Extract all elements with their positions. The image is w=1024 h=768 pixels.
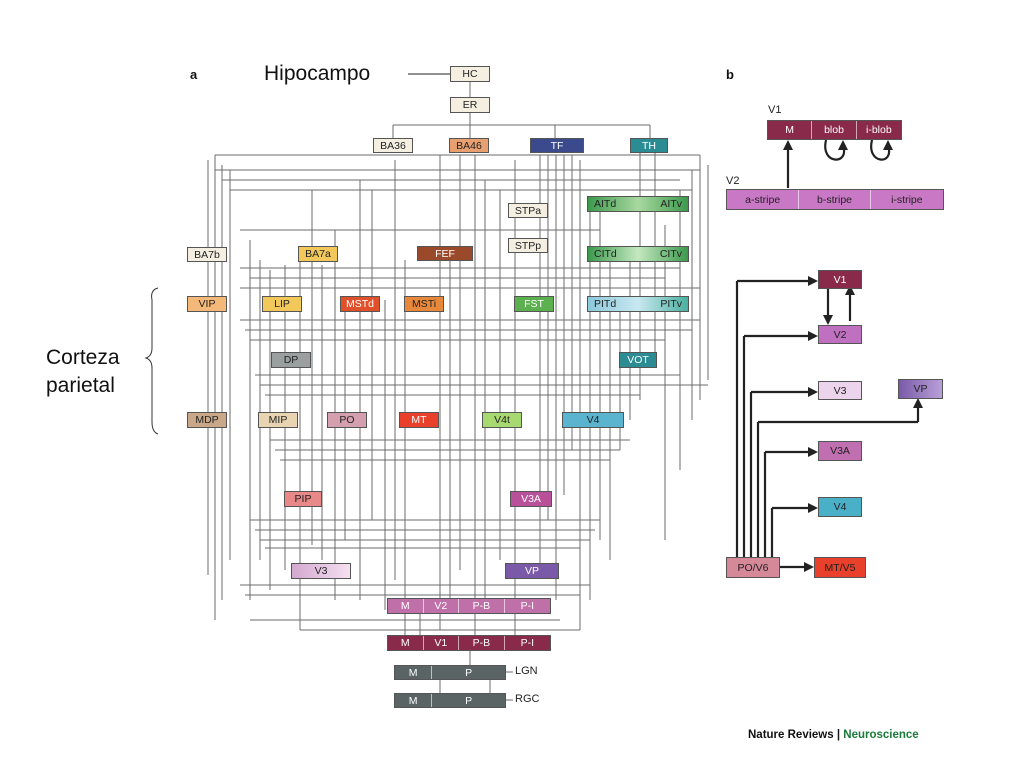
v1-segment-blob: blob bbox=[812, 121, 857, 139]
corteza-annotation-line2: parietal bbox=[46, 374, 115, 397]
area-rgc-row: M P bbox=[394, 693, 506, 708]
area-v1-row: M V1 P-B P-I bbox=[387, 635, 551, 651]
area-th-box: TH bbox=[630, 138, 668, 153]
v2-row-pb: P-B bbox=[459, 599, 505, 613]
area-vot-box: VOT bbox=[619, 352, 657, 368]
area-stpa-box: STPa bbox=[508, 203, 548, 218]
target-v1-box: V1 bbox=[818, 270, 862, 289]
area-tf-box: TF bbox=[530, 138, 584, 153]
journal-credit: Nature Reviews | Neuroscience bbox=[748, 729, 919, 741]
area-lgn-row: M P bbox=[394, 665, 506, 680]
panel-b-label: b bbox=[726, 67, 734, 82]
area-ait-box: AITd AITv bbox=[587, 196, 689, 212]
credit-section: Neuroscience bbox=[843, 729, 919, 741]
lgn-row-p: P bbox=[465, 666, 473, 679]
v1-row-pb: P-B bbox=[459, 636, 505, 650]
area-vip-box: VIP bbox=[187, 296, 227, 312]
area-mt-box: MT bbox=[399, 412, 439, 428]
area-v3-box: V3 bbox=[291, 563, 351, 579]
area-v4-box: V4 bbox=[562, 412, 624, 428]
rgc-row-m: M bbox=[395, 694, 433, 707]
area-pitv-label: PITv bbox=[660, 298, 682, 310]
panel-b-v2-bar: a-stripe b-stripe i-stripe bbox=[726, 189, 944, 210]
v2-row-m: M bbox=[388, 599, 424, 613]
area-ba46-box: BA46 bbox=[449, 138, 489, 153]
area-msti-box: MSTi bbox=[404, 296, 444, 312]
area-mdp-box: MDP bbox=[187, 412, 227, 428]
target-mt-v5-box: MT/V5 bbox=[814, 557, 866, 578]
area-er-box: ER bbox=[450, 97, 490, 113]
area-citv-label: CITv bbox=[659, 248, 682, 260]
panel-b-v2-label: V2 bbox=[726, 175, 740, 187]
area-pip-box: PIP bbox=[284, 491, 322, 507]
area-vp-box: VP bbox=[505, 563, 559, 579]
target-v3-box: V3 bbox=[818, 381, 862, 400]
v1-row-v1: V1 bbox=[424, 636, 460, 650]
area-dp-box: DP bbox=[271, 352, 311, 368]
v2-segment-astripe: a-stripe bbox=[727, 190, 800, 209]
area-ba7b-box: BA7b bbox=[187, 247, 227, 262]
area-fef-box: FEF bbox=[417, 246, 473, 261]
area-v4t-box: V4t bbox=[482, 412, 522, 428]
target-v4-box: V4 bbox=[818, 497, 862, 517]
area-pitd-label: PITd bbox=[594, 298, 617, 310]
area-ba36-box: BA36 bbox=[373, 138, 413, 153]
area-aitv-label: AITv bbox=[660, 198, 682, 210]
lgn-row-m: M bbox=[395, 666, 433, 679]
area-hc-box: HC bbox=[450, 66, 490, 82]
target-v3a-box: V3A bbox=[818, 441, 862, 461]
area-mstd-box: MSTd bbox=[340, 296, 380, 312]
v1-segment-iblob: i-blob bbox=[866, 124, 892, 136]
v2-row-pi: P-I bbox=[520, 600, 534, 612]
v2-row-v2: V2 bbox=[424, 599, 460, 613]
area-cit-box: CITd CITv bbox=[587, 246, 689, 262]
hipocampo-annotation: Hipocampo bbox=[264, 62, 371, 85]
v2-segment-bstripe: b-stripe bbox=[799, 190, 871, 209]
lgn-label: LGN bbox=[515, 665, 538, 677]
credit-separator: | bbox=[836, 729, 841, 741]
corteza-annotation-line1: Corteza bbox=[46, 346, 120, 369]
area-ba7a-box: BA7a bbox=[298, 246, 338, 262]
area-v3a-box: V3A bbox=[510, 491, 552, 507]
panel-b-v1-bar: M blob i-blob bbox=[767, 120, 902, 140]
credit-journal: Nature Reviews bbox=[748, 729, 834, 741]
panel-b-v1-label: V1 bbox=[768, 104, 782, 116]
area-citd-label: CITd bbox=[594, 248, 617, 260]
area-pit-box: PITd PITv bbox=[587, 296, 689, 312]
v2-segment-istripe: i-stripe bbox=[891, 193, 923, 206]
target-po-v6-box: PO/V6 bbox=[726, 557, 780, 578]
panel-a-label: a bbox=[190, 67, 198, 82]
rgc-row-p: P bbox=[465, 694, 473, 707]
v1-row-m: M bbox=[388, 636, 424, 650]
area-lip-box: LIP bbox=[262, 296, 302, 312]
area-fst-box: FST bbox=[514, 296, 554, 312]
v1-row-pi: P-I bbox=[520, 637, 534, 649]
area-po-box: PO bbox=[327, 412, 367, 428]
area-mip-box: MIP bbox=[258, 412, 298, 428]
rgc-label: RGC bbox=[515, 693, 540, 705]
area-stpp-box: STPp bbox=[508, 238, 548, 253]
target-vp-box: VP bbox=[898, 379, 943, 399]
target-v2-box: V2 bbox=[818, 325, 862, 344]
v1-segment-m: M bbox=[768, 121, 813, 139]
area-v2-row: M V2 P-B P-I bbox=[387, 598, 551, 614]
area-aitd-label: AITd bbox=[594, 198, 617, 210]
